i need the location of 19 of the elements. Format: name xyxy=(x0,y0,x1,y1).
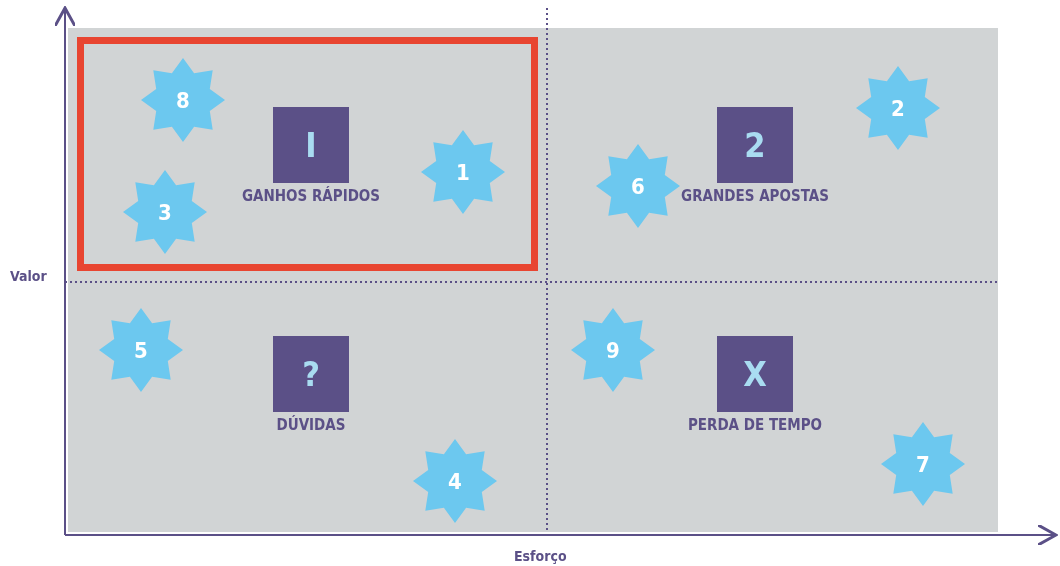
quadrant-symbol: X xyxy=(717,336,793,412)
quadrant-symbol: ? xyxy=(273,336,349,412)
quadrant-title: PERDA DE TEMPO xyxy=(687,416,823,434)
axis-label: Valor xyxy=(10,268,47,284)
star-badge: 9 xyxy=(570,307,656,393)
star-badge: 5 xyxy=(98,307,184,393)
quadrant-title: GANHOS RÁPIDOS xyxy=(241,187,381,205)
star-badge: 8 xyxy=(140,57,226,143)
star-badge: 6 xyxy=(595,143,681,229)
star-badge: 2 xyxy=(855,65,941,151)
axis-label: Esforço xyxy=(514,548,567,564)
quadrant-symbol: 2 xyxy=(717,107,793,183)
quadrant-title: GRANDES APOSTAS xyxy=(681,187,829,205)
star-badge: 4 xyxy=(412,438,498,524)
quadrant-symbol: I xyxy=(273,107,349,183)
star-badge: 1 xyxy=(420,129,506,215)
quadrant-title: DÚVIDAS xyxy=(276,416,346,434)
star-badge: 3 xyxy=(122,169,208,255)
star-badge: 7 xyxy=(880,421,966,507)
